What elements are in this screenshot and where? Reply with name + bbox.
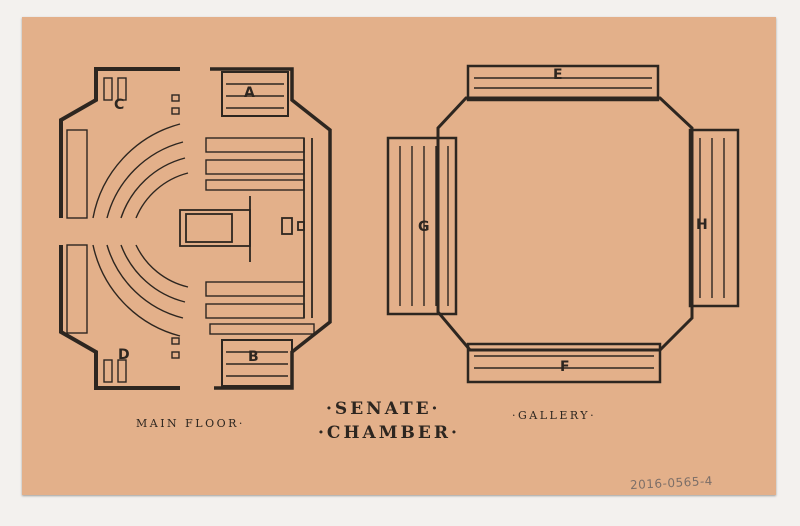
gallery-f-label: F [560, 359, 570, 375]
seating-tiers-upper [92, 123, 189, 219]
seating-tiers-lower [92, 244, 189, 337]
room-a-label: A [244, 85, 255, 101]
gallery-g-label: G [418, 219, 430, 235]
side-seats [66, 77, 180, 383]
gallery-caption: ·GALLERY· [512, 409, 597, 422]
chamber-title: ·CHAMBER· [318, 423, 460, 443]
room-b [221, 339, 293, 387]
main-floor-plan [59, 67, 332, 390]
room-b-shelves [226, 351, 288, 377]
postcard: A B C D E F G H MAIN FLOOR· ·GALLERY· ·S… [22, 17, 776, 495]
desk-rows-lower [205, 281, 315, 335]
rostrum [179, 138, 313, 318]
gallery-plan [386, 64, 740, 384]
room-a-shelves [226, 83, 284, 109]
section-d-label: D [118, 347, 130, 363]
gallery-section-h [688, 128, 740, 308]
room-a [221, 71, 289, 117]
gallery-h-label: H [696, 217, 708, 233]
gallery-section-e [466, 64, 660, 102]
room-b-label: B [248, 349, 259, 365]
main-floor-caption: MAIN FLOOR· [136, 417, 245, 430]
gallery-e-label: E [553, 67, 563, 83]
section-c-label: C [114, 97, 125, 113]
senate-chamber-floor-plan [59, 64, 740, 390]
desk-rows-upper [205, 137, 305, 191]
main-floor-outer-wall [59, 67, 180, 390]
gallery-section-g [386, 136, 458, 316]
gallery-outer-wall [436, 96, 694, 352]
senate-title: ·SENATE· [326, 399, 441, 419]
gallery-section-f [466, 342, 662, 384]
